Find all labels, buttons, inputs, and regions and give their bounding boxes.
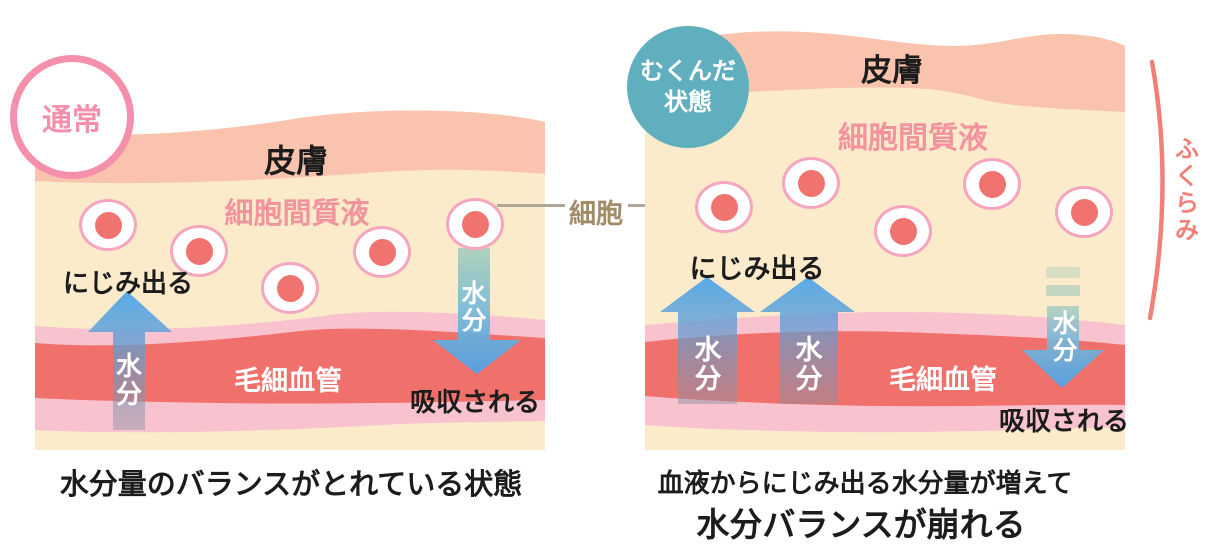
bulge-label: ふくらみ	[1175, 135, 1199, 244]
right-seep-label: にじみ出る	[689, 254, 825, 285]
left-water-up-arrow	[88, 291, 172, 430]
swollen-badge-line2: 状態	[664, 88, 712, 116]
left-skin-label: 皮膚	[263, 142, 329, 180]
cell-callout-line-left	[497, 204, 565, 207]
cell-nucleus	[978, 170, 1006, 198]
cell-nucleus	[276, 274, 304, 302]
cell-nucleus	[94, 211, 122, 239]
cell	[1055, 186, 1113, 238]
right-caption-line1: 血液からにじみ出る水分量が増えて	[657, 469, 1073, 499]
right-skin-band	[645, 31, 1125, 112]
swollen-badge-line1: むくんだ	[640, 57, 736, 85]
cell-nucleus	[1070, 198, 1098, 226]
right-water-up-label-2: 水分	[795, 335, 823, 395]
cell-nucleus	[368, 238, 396, 266]
cell-nucleus	[461, 210, 489, 238]
right-up-arrow-2	[760, 277, 855, 404]
left-water-down-label: 水分	[461, 279, 487, 335]
cell	[261, 262, 319, 314]
normal-badge-label: 通常	[42, 103, 102, 138]
bulge-bracket-curve	[1147, 59, 1165, 321]
cell-nucleus	[797, 169, 825, 197]
left-water-down-arrow	[433, 248, 521, 374]
cell	[963, 158, 1021, 210]
down-arrow-dash	[1046, 267, 1080, 278]
left-interstitial-label: 細胞間質液	[224, 196, 370, 230]
cell	[79, 199, 137, 251]
cell	[170, 225, 228, 277]
down-arrow-dash	[1046, 285, 1080, 296]
cell	[782, 157, 840, 209]
swollen-badge: むくんだ 状態	[627, 26, 749, 148]
left-seep-label: にじみ出る	[62, 269, 194, 299]
cell-nucleus	[185, 237, 213, 265]
right-caption-line2: 水分バランスが崩れる	[696, 505, 1026, 544]
normal-badge: 通常	[10, 55, 134, 179]
cell	[446, 198, 504, 250]
cell-nucleus	[710, 193, 738, 221]
right-water-down-arrow	[1022, 267, 1104, 388]
left-capillary-band	[35, 328, 545, 404]
cell-nucleus	[889, 217, 917, 245]
left-skin-band	[35, 110, 545, 184]
cell	[695, 181, 753, 233]
left-water-up-label: 水分	[115, 352, 142, 410]
right-skin-label: 皮膚	[861, 53, 923, 89]
cell	[874, 205, 932, 257]
right-capillary-band	[645, 331, 1125, 407]
right-water-down-label: 水分	[1052, 309, 1078, 365]
left-vessel-label: 毛細血管	[234, 366, 342, 397]
cell-callout-label: 細胞	[569, 199, 623, 230]
right-water-up-arrows	[660, 277, 855, 404]
right-absorb-label: 吸収される	[998, 407, 1130, 437]
cell	[353, 226, 411, 278]
right-vessel-label: 毛細血管	[889, 365, 997, 396]
left-absorb-label: 吸収される	[409, 388, 541, 418]
left-caption: 水分量のバランスがとれている状態	[59, 467, 523, 501]
right-interstitial-label: 細胞間質液	[838, 121, 988, 156]
right-up-arrow-1	[660, 277, 755, 404]
right-water-up-label-1: 水分	[694, 335, 722, 395]
